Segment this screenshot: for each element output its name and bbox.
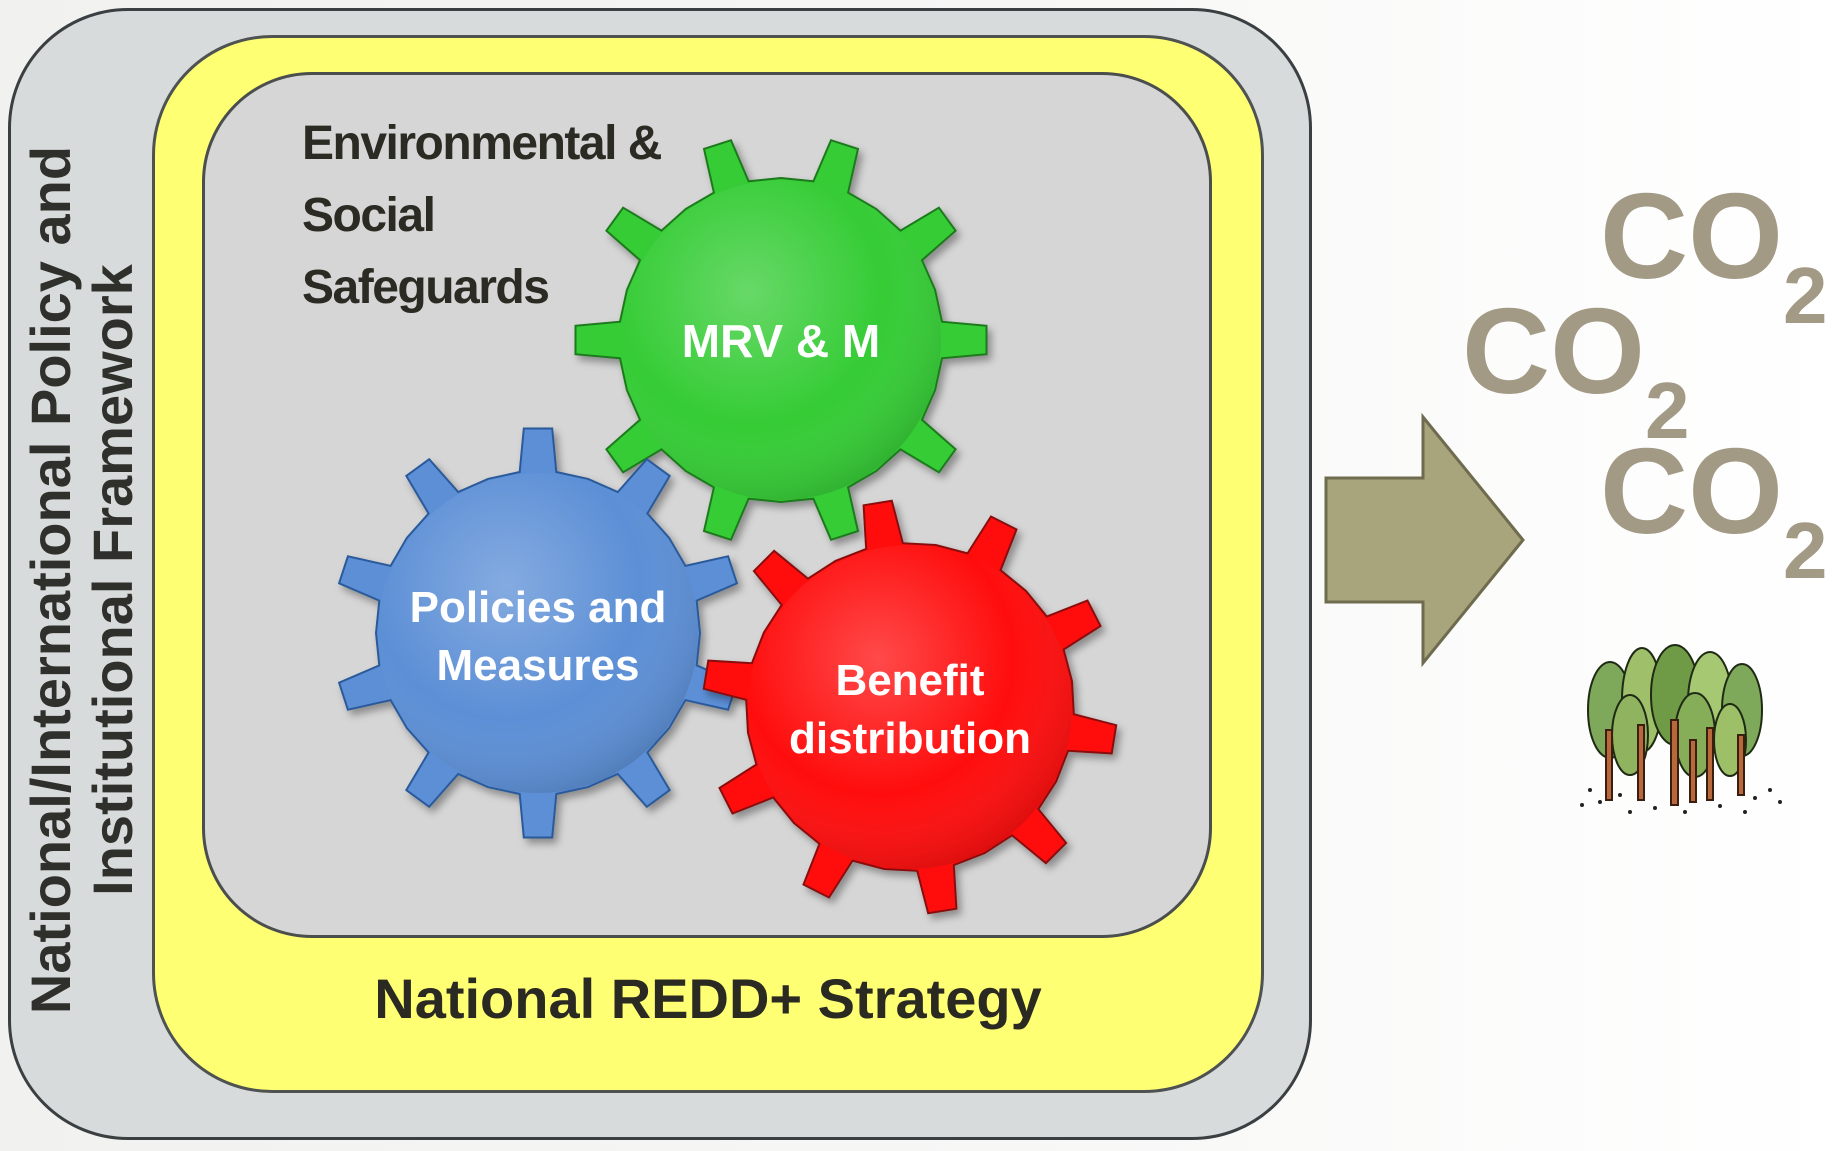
co2-label-3: CO2	[1600, 430, 1828, 591]
gear-mrv: MRV & M	[574, 138, 988, 542]
safeguards-label-line3: Safeguards	[302, 261, 550, 314]
co2-label-2: CO2	[1462, 290, 1690, 451]
co2-label-1-base: CO	[1600, 168, 1783, 304]
safeguards-label-line2: Social	[302, 189, 436, 242]
co2-label-3-base: CO	[1600, 423, 1783, 559]
forest-icon	[1580, 644, 1782, 814]
gear-policies-label-line2: Measures	[436, 641, 639, 690]
gear-mrv-label: MRV & M	[682, 315, 881, 367]
co2-label-1: CO2	[1600, 175, 1828, 336]
gear-benefit: Benefit distribution	[702, 499, 1118, 915]
co2-label-2-base: CO	[1462, 283, 1645, 419]
safeguards-label: Environmental & Social Safeguards	[302, 108, 722, 324]
gear-benefit-label-line1: Benefit	[835, 656, 984, 705]
right-arrow-icon	[1324, 412, 1525, 668]
gear-policies-highlight	[378, 473, 698, 793]
co2-label-2-sub: 2	[1645, 366, 1690, 455]
gear-policies: Policies and Measures	[337, 427, 739, 839]
right-arrow-shape	[1324, 412, 1525, 668]
safeguards-label-line1: Environmental &	[302, 117, 662, 170]
co2-label-1-sub: 2	[1783, 251, 1828, 340]
gear-benefit-highlight	[748, 545, 1072, 869]
co2-label-3-sub: 2	[1783, 506, 1828, 595]
gear-benefit-label-line2: distribution	[789, 714, 1031, 763]
gear-mrv-highlight	[621, 180, 941, 500]
strategy-label: National REDD+ Strategy	[374, 967, 1042, 1030]
gear-policies-label-line1: Policies and	[410, 583, 667, 632]
